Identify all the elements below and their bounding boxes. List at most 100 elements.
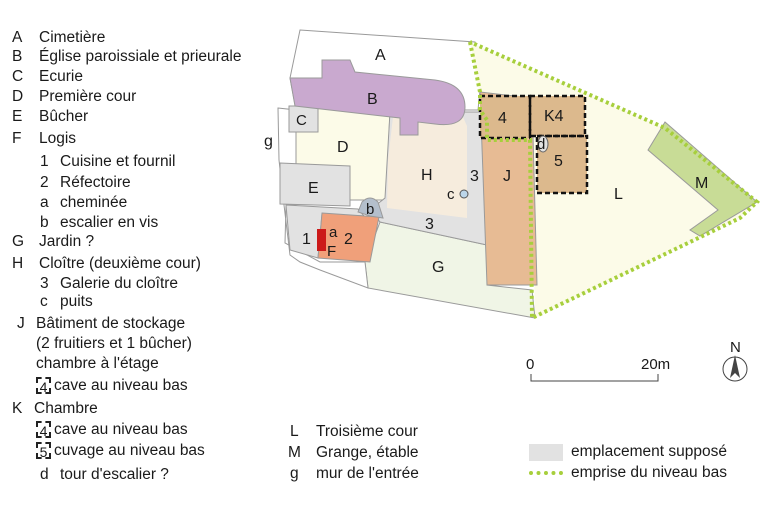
legend-key: J (17, 315, 25, 332)
legend-text: Troisième cour (316, 423, 418, 440)
label-H: H (421, 167, 433, 184)
legend-key: 1 (40, 153, 49, 170)
legend-key: d (40, 466, 49, 483)
legend-key: 3 (40, 275, 49, 292)
legend-text: Grange, étable (316, 444, 419, 461)
supposed-swatch (529, 444, 563, 461)
spiral-staircase (357, 197, 384, 219)
legend-Fa: a cheminée (40, 194, 127, 212)
label-4: 4 (498, 110, 507, 127)
north-label: N (730, 339, 741, 356)
legend-J-line3: chambre à l'étage (36, 355, 159, 372)
label-M: M (695, 175, 708, 192)
fireplace (317, 229, 326, 251)
well-icon (459, 189, 469, 199)
label-c: c (447, 186, 455, 203)
label-J: J (503, 168, 511, 185)
scale-end: 20m (641, 356, 670, 373)
legend-key: 2 (40, 174, 49, 191)
label-B: B (367, 91, 378, 108)
legend-J-line2: (2 fruitiers et 1 bûcher) (36, 335, 192, 352)
label-L: L (614, 186, 623, 203)
legend-key: c (40, 293, 48, 310)
legend-text: tour d'escalier ? (60, 466, 169, 483)
cellar-box-symbol: 4 (36, 421, 51, 439)
legend-key: A (12, 29, 23, 46)
legend-text: Bâtiment de stockage (36, 315, 186, 332)
legend-text: Bûcher (39, 108, 89, 125)
label-A: A (375, 47, 386, 64)
cloister-courtyard (387, 117, 467, 218)
legend-M: M Grange, étable (288, 444, 419, 462)
lower-level-swatch (529, 471, 563, 475)
legend-H: H Cloître (deuxième cour) (12, 255, 201, 273)
label-E: E (308, 180, 319, 197)
legend-text: Chambre (34, 400, 98, 417)
legend-text: Ecurie (39, 68, 83, 85)
legend-F1: 1 Cuisine et fournil (40, 153, 175, 171)
vat-5-boundary (535, 134, 589, 195)
legend-key: H (12, 255, 24, 272)
legend-G: G Jardin ? (12, 233, 94, 251)
legend-text: cheminée (60, 194, 128, 211)
label-F: F (327, 243, 336, 260)
legend-text: cave au niveau bas (54, 377, 188, 394)
legend-L: L Troisième cour (290, 423, 418, 441)
legend-J: J Bâtiment de stockage (17, 315, 185, 333)
legend-F2: 2 Réfectoire (40, 174, 131, 192)
cellar-box-symbol: 4 (36, 377, 51, 395)
legend-key: a (40, 194, 49, 211)
woodshed (279, 162, 351, 207)
legend-key: g (290, 465, 299, 482)
legend-E: E Bûcher (12, 108, 88, 126)
legend-text: Logis (39, 130, 77, 147)
legend-text: Réfectoire (60, 174, 131, 191)
label-2: 2 (344, 231, 353, 248)
church (289, 59, 466, 136)
label-C: C (296, 112, 307, 129)
legend-text: Cuisine et fournil (60, 153, 176, 170)
legend-text: cave au niveau bas (54, 421, 188, 438)
label-5: 5 (554, 153, 563, 170)
legend-key: G (12, 233, 25, 250)
label-a: a (329, 224, 338, 241)
legend-key: K (12, 400, 23, 417)
vat-box-symbol: 5 (36, 442, 51, 460)
legend-key: D (12, 88, 24, 105)
legend-K: K Chambre (12, 400, 98, 418)
legend-key: L (290, 423, 299, 440)
label-3-south: 3 (425, 216, 434, 233)
label-1: 1 (302, 231, 311, 248)
legend-key: B (12, 48, 23, 65)
legend-key: M (288, 444, 301, 461)
legend-B: B Église paroissiale et prieurale (12, 48, 241, 66)
label-D: D (337, 139, 349, 156)
legend-A: A Cimetière (12, 29, 105, 47)
legend-key: b (40, 214, 49, 231)
stair-tower (537, 135, 549, 153)
legend-g: g mur de l'entrée (290, 465, 419, 483)
legend-supposed: emplacement supposé (571, 443, 727, 460)
label-G: G (432, 259, 444, 276)
label-b: b (366, 201, 374, 218)
legend-text: puits (60, 293, 93, 310)
legend-key: E (12, 108, 23, 125)
legend-text: Cimetière (39, 29, 106, 46)
north-arrow-icon (722, 355, 748, 382)
legend-text: mur de l'entrée (316, 465, 419, 482)
cellar-4-boundary (478, 94, 532, 140)
legend-key: C (12, 68, 24, 85)
legend-text: Cloître (deuxième cour) (39, 255, 201, 272)
legend-text: Jardin ? (39, 233, 95, 250)
chamber-cellar (530, 96, 585, 136)
scale-bar (530, 374, 659, 382)
label-g: g (264, 133, 273, 150)
legend-text: Église paroissiale et prieurale (39, 48, 242, 65)
